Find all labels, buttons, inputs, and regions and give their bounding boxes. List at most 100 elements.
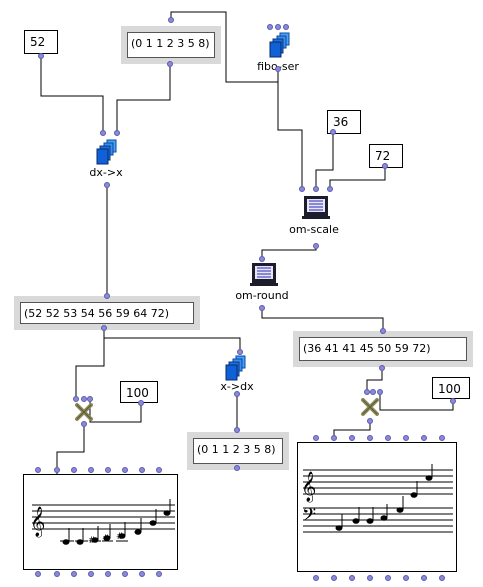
connection-port[interactable] — [234, 465, 240, 471]
connection-port[interactable] — [275, 66, 281, 72]
connection-port[interactable] — [382, 163, 388, 169]
connection-port[interactable] — [313, 186, 319, 192]
connection-port[interactable] — [299, 186, 305, 192]
connection-port[interactable] — [168, 17, 174, 23]
connection-port[interactable] — [234, 391, 240, 397]
connection-port[interactable] — [367, 418, 373, 424]
connection-port[interactable] — [370, 389, 376, 395]
connection-port[interactable] — [331, 435, 337, 441]
connection-port[interactable] — [81, 421, 87, 427]
connection-port[interactable] — [87, 396, 93, 402]
connection-port[interactable] — [259, 256, 265, 262]
list-box-om-round-result-value[interactable]: (36 41 41 45 50 59 72) — [299, 337, 467, 361]
connection-port[interactable] — [104, 182, 110, 188]
connection-port[interactable] — [403, 575, 409, 581]
list-box-dx-x-result-value[interactable]: (52 52 53 54 56 59 64 72) — [20, 302, 194, 324]
chord-1-icon[interactable] — [75, 403, 93, 421]
fibo-ser-icon[interactable] — [269, 32, 290, 58]
connection-port[interactable] — [105, 571, 111, 577]
connection-port[interactable] — [403, 435, 409, 441]
connection-port[interactable] — [283, 24, 289, 30]
wire[interactable] — [366, 368, 383, 392]
wire[interactable] — [89, 400, 142, 423]
list-box-top-value[interactable]: (0 1 1 2 3 5 8) — [127, 32, 215, 58]
connection-port[interactable] — [385, 575, 391, 581]
connection-port[interactable] — [71, 467, 77, 473]
wire[interactable] — [40, 58, 104, 132]
connection-port[interactable] — [380, 328, 386, 334]
om-round-icon[interactable] — [250, 263, 278, 286]
connection-port[interactable] — [331, 575, 337, 581]
connection-port[interactable] — [54, 571, 60, 577]
dx-to-x-icon[interactable] — [96, 139, 117, 165]
connection-port[interactable] — [421, 435, 427, 441]
wire[interactable] — [103, 328, 241, 351]
connection-port[interactable] — [88, 467, 94, 473]
list-box-x-dx-result-value[interactable]: (0 1 1 2 3 5 8) — [193, 438, 283, 464]
connection-port[interactable] — [71, 571, 77, 577]
connection-port[interactable] — [156, 467, 162, 473]
connection-port[interactable] — [114, 130, 120, 136]
list-box-top[interactable]: (0 1 1 2 3 5 8) — [121, 26, 221, 64]
connection-port[interactable] — [364, 389, 370, 395]
connection-port[interactable] — [450, 398, 456, 404]
om-scale-icon[interactable] — [302, 196, 330, 219]
wire[interactable] — [315, 132, 334, 188]
connection-port[interactable] — [349, 435, 355, 441]
connection-port[interactable] — [377, 389, 383, 395]
list-box-dx-x-result[interactable]: (52 52 53 54 56 59 64 72) — [14, 296, 200, 330]
wire[interactable] — [261, 246, 317, 258]
number-box-100-right[interactable]: 100 — [432, 377, 470, 399]
connection-port[interactable] — [156, 571, 162, 577]
connection-port[interactable] — [327, 186, 333, 192]
connection-port[interactable] — [101, 325, 107, 331]
connection-port[interactable] — [167, 61, 173, 67]
wire[interactable] — [116, 66, 171, 132]
list-box-x-dx-result[interactable]: (0 1 1 2 3 5 8) — [187, 432, 289, 470]
chord-2-icon[interactable] — [361, 398, 379, 416]
connection-port[interactable] — [138, 400, 144, 406]
wire[interactable] — [75, 328, 105, 400]
connection-port[interactable] — [35, 571, 41, 577]
connection-port[interactable] — [259, 305, 265, 311]
list-box-om-round-result[interactable]: (36 41 41 45 50 59 72) — [293, 331, 473, 367]
number-box-72[interactable]: 72 — [369, 144, 403, 168]
connection-port[interactable] — [139, 467, 145, 473]
number-box-52[interactable]: 52 — [24, 30, 58, 54]
connection-port[interactable] — [439, 435, 445, 441]
connection-port[interactable] — [88, 571, 94, 577]
connection-port[interactable] — [313, 243, 319, 249]
connection-port[interactable] — [379, 365, 385, 371]
wire[interactable] — [261, 308, 384, 330]
staff-box-right[interactable] — [297, 442, 457, 572]
connection-port[interactable] — [237, 349, 243, 355]
connection-port[interactable] — [139, 571, 145, 577]
wire[interactable] — [170, 11, 303, 188]
connection-port[interactable] — [122, 571, 128, 577]
connection-port[interactable] — [349, 575, 355, 581]
connection-port[interactable] — [313, 575, 319, 581]
connection-port[interactable] — [105, 467, 111, 473]
connection-port[interactable] — [367, 435, 373, 441]
staff-box-left[interactable] — [23, 474, 178, 570]
connection-port[interactable] — [421, 575, 427, 581]
connection-port[interactable] — [275, 24, 281, 30]
connection-port[interactable] — [38, 53, 44, 59]
connection-port[interactable] — [122, 467, 128, 473]
x-to-dx-icon[interactable] — [225, 355, 246, 381]
connection-port[interactable] — [73, 396, 79, 402]
connection-port[interactable] — [439, 575, 445, 581]
connection-port[interactable] — [100, 130, 106, 136]
connection-port[interactable] — [313, 435, 319, 441]
wire[interactable] — [379, 392, 454, 411]
connection-port[interactable] — [81, 396, 87, 402]
connection-port[interactable] — [234, 427, 240, 433]
wire[interactable] — [56, 423, 85, 474]
number-box-100-left[interactable]: 100 — [120, 381, 158, 403]
connection-port[interactable] — [35, 467, 41, 473]
wire[interactable] — [329, 166, 386, 188]
connection-port[interactable] — [367, 575, 373, 581]
connection-port[interactable] — [330, 129, 336, 135]
connection-port[interactable] — [385, 435, 391, 441]
connection-port[interactable] — [267, 24, 273, 30]
